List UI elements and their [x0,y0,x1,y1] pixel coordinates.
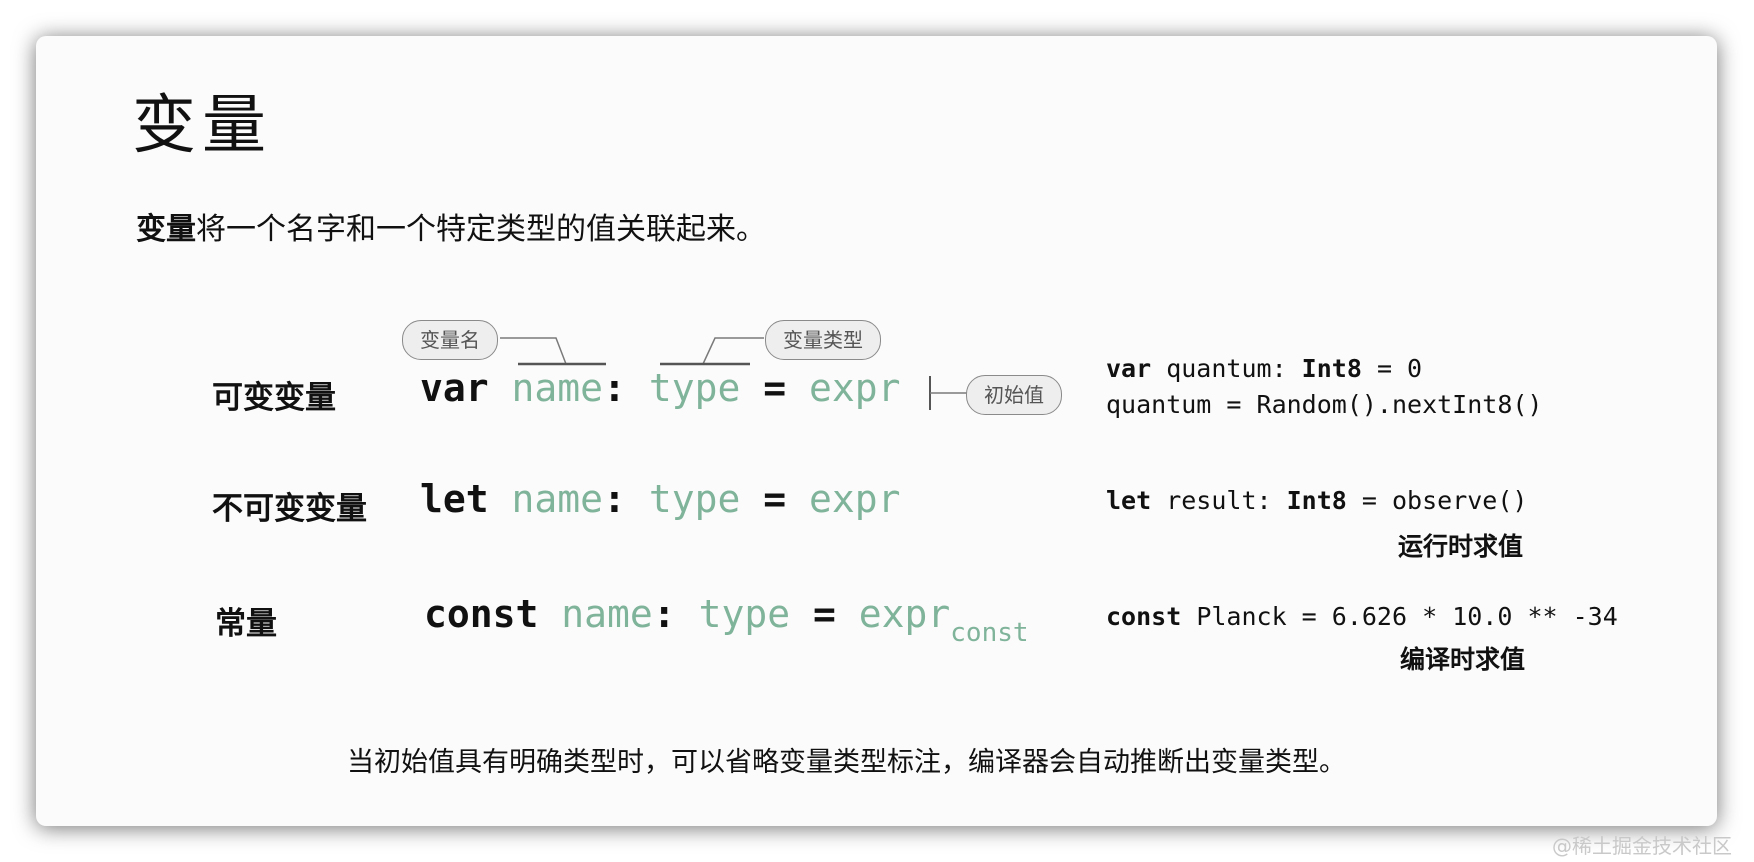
code-type: Int8 [1301,354,1362,383]
annotation-variable-type: 变量类型 [765,320,881,360]
code-line-var-assign: quantum = Random().nextInt8() [1106,390,1543,419]
syntax-keyword: var [420,366,489,410]
syntax-eq: = [812,592,836,636]
code-keyword: var [1106,354,1152,383]
syntax-var: var name: type = expr [420,366,901,410]
syntax-let: let name: type = expr [420,477,901,521]
code-text: quantum: [1151,354,1302,383]
row-label-immutable: 不可变变量 [212,491,367,527]
code-text: result: [1151,486,1287,515]
syntax-expr-subscript: const [950,618,1029,648]
syntax-type: type [648,366,741,410]
syntax-type: type [698,592,791,636]
code-type: Int8 [1286,486,1347,515]
annotation-variable-name: 变量名 [402,320,498,360]
code-line-var-decl: var quantum: Int8 = 0 [1106,354,1422,383]
syntax-name: name [511,366,604,410]
syntax-eq: = [763,366,787,410]
syntax-keyword: let [420,477,489,521]
slide-card [36,36,1717,826]
footer-text: 当初始值具有明确类型时，可以省略变量类型标注，编译器会自动推断出变量类型。 [347,747,1346,778]
syntax-expr: expr [809,477,901,521]
annotation-initial-value: 初始值 [966,375,1062,415]
note-runtime-eval: 运行时求值 [1398,532,1524,561]
code-text: = 0 [1361,354,1423,383]
page-title: 变量 [132,89,272,163]
syntax-colon: : [603,477,626,521]
code-text: = observe() [1346,486,1528,515]
syntax-colon: : [603,366,626,410]
intro-rest: 将一个名字和一个特定类型的值关联起来。 [196,212,766,247]
syntax-name: name [511,477,604,521]
code-line-let: let result: Int8 = observe() [1106,486,1527,515]
row-label-mutable: 可变变量 [212,380,336,416]
syntax-name: name [561,592,653,636]
syntax-expr: expr [809,366,901,410]
code-keyword: const [1106,602,1182,631]
syntax-eq: = [763,477,787,521]
syntax-type: type [648,477,741,521]
code-keyword: let [1106,486,1152,515]
syntax-const: const name: type = exprconst [424,592,1029,648]
code-line-const: const Planck = 6.626 * 10.0 ** -34 [1106,602,1618,631]
syntax-expr: expr [858,592,951,636]
intro-text: 变量将一个名字和一个特定类型的值关联起来。 [136,204,766,248]
row-label-constant: 常量 [215,606,277,642]
code-text: Planck = 6.626 * 10.0 ** -34 [1181,602,1618,631]
syntax-keyword: const [424,592,539,636]
intro-bold: 变量 [136,212,196,247]
note-compile-time-eval: 编译时求值 [1400,645,1526,674]
syntax-colon: : [652,592,676,636]
watermark: @稀土掘金技术社区 [1552,834,1732,858]
